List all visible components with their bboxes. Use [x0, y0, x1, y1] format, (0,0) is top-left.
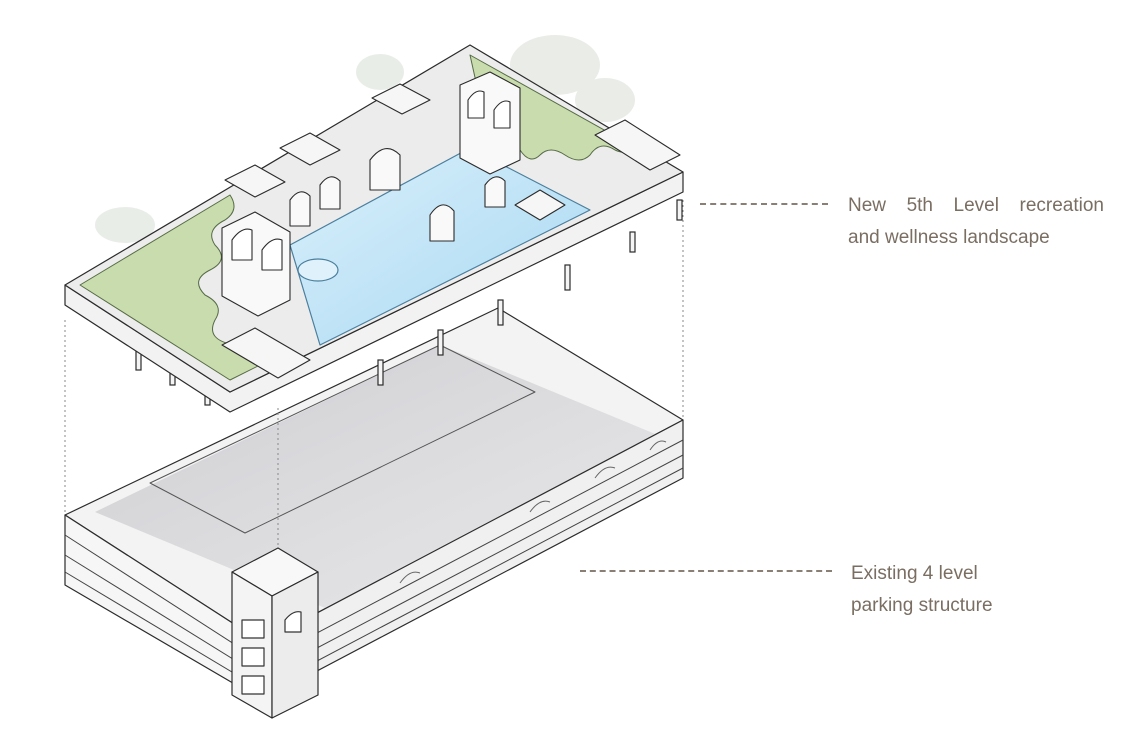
- deck-shadow: [95, 345, 665, 610]
- callout-word-2: 5th: [906, 195, 933, 216]
- callout-existing-line1: Existing 4 level: [851, 563, 978, 584]
- new-5th-level-deck: [64, 44, 684, 413]
- lawn-left: [79, 194, 281, 381]
- leader-line-existing: [580, 570, 832, 572]
- floor-bands-right: [261, 439, 684, 691]
- floor-bands-left: [64, 534, 263, 691]
- facade-arches: [399, 440, 667, 584]
- roof-parapet-outline: [149, 344, 536, 534]
- callout-existing: Existing 4 level parking structure: [851, 558, 993, 622]
- callout-new-level-line1: New 5th Level recreation: [848, 190, 1104, 222]
- round-spa: [297, 258, 339, 282]
- projection-lines: [64, 200, 684, 548]
- callout-word-4: recreation: [1019, 195, 1105, 216]
- background-trees: [95, 35, 635, 243]
- callout-word-1: New: [848, 195, 887, 216]
- existing-parking-structure: [64, 307, 684, 719]
- stair-tower: [231, 547, 319, 719]
- callout-new-level: New 5th Level recreation and wellness la…: [848, 190, 1104, 254]
- callout-word-3: Level: [953, 195, 999, 216]
- pergolas: [221, 83, 681, 379]
- leader-line-new-level: [700, 203, 828, 205]
- callout-existing-line2: parking structure: [851, 595, 993, 616]
- callout-new-level-line2: and wellness landscape: [848, 227, 1050, 248]
- pool: [289, 147, 591, 346]
- arch-walls: [221, 71, 521, 317]
